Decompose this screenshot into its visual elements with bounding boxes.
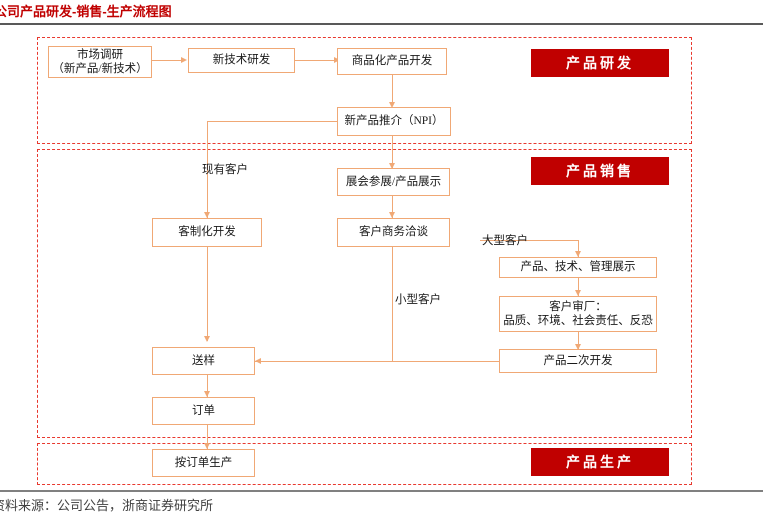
arrowhead-existing-to-custom-dev bbox=[203, 212, 210, 218]
section-product-rd bbox=[37, 37, 692, 144]
connector-npi-to-existing-branch bbox=[207, 121, 338, 123]
node-npi[interactable]: 新产品推介（NPI） bbox=[337, 107, 451, 136]
arrowhead-display-to-audit bbox=[574, 290, 581, 296]
node-exhibition[interactable]: 展会参展/产品展示 bbox=[337, 168, 450, 196]
arrowhead-commercial-to-npi bbox=[388, 102, 395, 108]
connector-secondary-dev-to-sample bbox=[255, 361, 499, 363]
node-commercial-dev[interactable]: 商品化产品开发 bbox=[337, 48, 447, 75]
connector-large-customer-down bbox=[578, 240, 580, 257]
stage-label-product-sales: 产品销售 bbox=[531, 157, 669, 185]
section-product-manufacturing bbox=[37, 443, 692, 485]
node-market-research[interactable]: 市场调研 （新产品/新技术） bbox=[48, 46, 152, 78]
stage-label-product-manufacturing: 产品生产 bbox=[531, 448, 669, 476]
connector-sample-to-order bbox=[207, 375, 209, 397]
source-note: 资料来源：公司公告，浙商证券研究所 bbox=[0, 498, 214, 513]
arrowhead-exhibition-to-business-talk bbox=[388, 212, 395, 218]
connector-audit-to-secondary-dev bbox=[578, 332, 580, 350]
arrowhead-order-to-make bbox=[203, 443, 210, 449]
arrowhead-npi-to-exhibition bbox=[388, 163, 395, 169]
node-secondary-dev[interactable]: 产品二次开发 bbox=[499, 349, 657, 373]
connector-businesstalk-to-large-customer bbox=[480, 240, 579, 242]
arrowhead-customdev-to-sample bbox=[203, 336, 210, 342]
arrowhead-research-to-newtech bbox=[181, 56, 187, 63]
connector-research-to-newtech bbox=[152, 60, 183, 62]
node-sample[interactable]: 送样 bbox=[152, 347, 255, 375]
edge-label-small-customer: 小型客户 bbox=[395, 294, 441, 306]
connector-display-to-audit bbox=[578, 278, 580, 296]
node-custom-dev[interactable]: 客制化开发 bbox=[152, 218, 262, 247]
section-product-sales bbox=[37, 149, 692, 438]
node-order[interactable]: 订单 bbox=[152, 397, 255, 425]
arrowhead-sample-to-order bbox=[203, 391, 210, 397]
connector-npi-to-exhibition bbox=[392, 136, 394, 168]
header-rule bbox=[0, 23, 763, 25]
connector-commercial-to-npi bbox=[392, 75, 394, 106]
node-make-to-order[interactable]: 按订单生产 bbox=[152, 449, 255, 477]
arrowhead-to-sample bbox=[255, 357, 261, 364]
page-title: 公司产品研发-销售-生产流程图 bbox=[0, 4, 172, 19]
connector-customdev-to-sample bbox=[207, 247, 209, 341]
node-pt-m-display[interactable]: 产品、技术、管理展示 bbox=[499, 257, 657, 278]
stage-label-product-rd: 产品研发 bbox=[531, 49, 669, 77]
node-factory-audit[interactable]: 客户审厂： 品质、环境、社会责任、反恐 bbox=[499, 296, 657, 332]
connector-existing-branch-down bbox=[207, 121, 209, 218]
edge-label-large-customer: 大型客户 bbox=[482, 235, 528, 247]
node-new-tech-rd[interactable]: 新技术研发 bbox=[188, 48, 295, 73]
connector-exhibition-to-business-talk bbox=[392, 196, 394, 218]
edge-label-existing-customer: 现有客户 bbox=[202, 164, 248, 176]
arrowhead-to-pt-m-display bbox=[574, 251, 581, 257]
footer-rule bbox=[0, 490, 763, 492]
node-business-talk[interactable]: 客户商务洽谈 bbox=[337, 218, 450, 247]
connector-order-to-make bbox=[207, 425, 209, 449]
connector-businesstalk-small-customer-down bbox=[392, 247, 394, 361]
connector-newtech-to-commercial bbox=[295, 60, 336, 62]
arrowhead-audit-to-secondary-dev bbox=[574, 344, 581, 350]
